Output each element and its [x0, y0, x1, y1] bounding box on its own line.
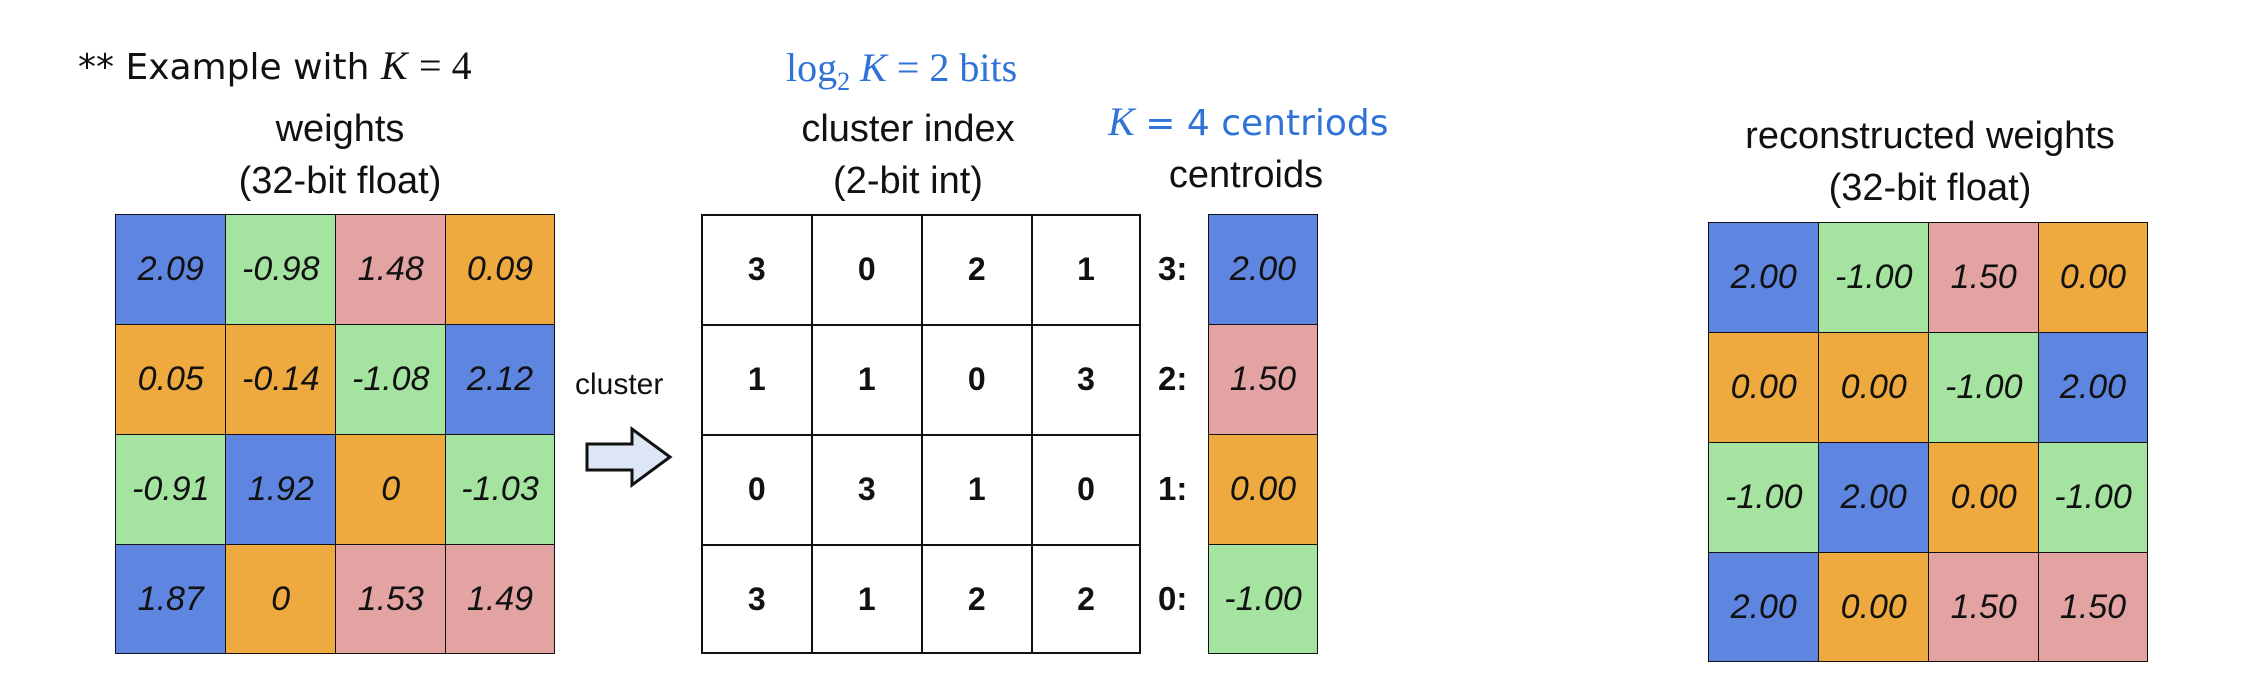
reconstructed-cell: -1.00: [1928, 332, 2040, 444]
weights-cell: 1.92: [225, 434, 337, 546]
cluster-index-cell: 0: [701, 434, 813, 546]
bits-rest: = 2 bits: [896, 45, 1018, 90]
cluster-index-cell: 2: [921, 544, 1033, 654]
centroids-variable: K: [1108, 99, 1135, 144]
reconstructed-cell: 1.50: [1928, 222, 2040, 334]
weights-cell: -0.91: [115, 434, 227, 546]
cluster-index-cell: 0: [811, 214, 923, 326]
bits-annotation: log2 K = 2 bits: [786, 44, 1017, 97]
weights-subtitle: (32-bit float): [238, 160, 442, 202]
bits-log: log: [786, 45, 838, 90]
centroid-row-label: 1:: [1158, 470, 1188, 507]
centroid-value-cell: 0.00: [1208, 434, 1318, 546]
weights-cell: -0.98: [225, 214, 337, 326]
weights-cell: -1.03: [445, 434, 555, 546]
centroid-value-cell: 1.50: [1208, 324, 1318, 436]
reconstructed-cell: 0.00: [1818, 332, 1930, 444]
reconstructed-cell: -1.00: [1818, 222, 1930, 334]
centroids-annotation: K = 4 centriods: [1108, 98, 1389, 145]
weights-cell: 1.53: [335, 544, 447, 654]
reconstructed-cell: 2.00: [1708, 222, 1820, 334]
reconstructed-subtitle: (32-bit float): [1828, 167, 2032, 209]
bits-variable: K: [860, 45, 887, 90]
example-prefix: ** Example with: [78, 47, 370, 88]
example-heading: ** Example with K = 4: [78, 42, 472, 89]
weights-cell: 1.87: [115, 544, 227, 654]
cluster-index-cell: 1: [811, 324, 923, 436]
reconstructed-cell: 0.00: [1818, 552, 1930, 662]
cluster-index-cell: 3: [811, 434, 923, 546]
example-variable: K: [380, 43, 408, 88]
centroid-row-label: 0:: [1158, 580, 1188, 617]
cluster-arrow-label: cluster: [575, 368, 664, 401]
example-equation: = 4: [419, 43, 472, 88]
reconstructed-cell: 0.00: [1708, 332, 1820, 444]
weights-cell: -0.14: [225, 324, 337, 436]
bits-log-base: 2: [837, 67, 851, 96]
weights-cell: 2.12: [445, 324, 555, 436]
cluster-index-cell: 3: [1031, 324, 1141, 436]
weights-cell: 1.48: [335, 214, 447, 326]
weights-cell: 0: [225, 544, 337, 654]
cluster-index-cell: 1: [921, 434, 1033, 546]
centroid-value-cell: 2.00: [1208, 214, 1318, 326]
weights-cell: -1.08: [335, 324, 447, 436]
weights-cell: 0.09: [445, 214, 555, 326]
reconstructed-cell: 2.00: [2038, 332, 2148, 444]
reconstructed-title: reconstructed weights: [1745, 115, 2115, 157]
cluster-index-cell: 2: [1031, 544, 1141, 654]
cluster-index-cell: 1: [1031, 214, 1141, 326]
reconstructed-cell: -1.00: [1708, 442, 1820, 554]
cluster-index-subtitle: (2-bit int): [833, 160, 983, 202]
weights-cell: 0: [335, 434, 447, 546]
reconstructed-cell: 0.00: [1928, 442, 2040, 554]
cluster-index-cell: 0: [1031, 434, 1141, 546]
cluster-index-cell: 1: [811, 544, 923, 654]
centroids-title: centroids: [1168, 154, 1324, 196]
cluster-index-cell: 2: [921, 214, 1033, 326]
reconstructed-cell: 2.00: [1818, 442, 1930, 554]
cluster-index-cell: 0: [921, 324, 1033, 436]
centroid-row-label: 2:: [1158, 360, 1188, 397]
cluster-index-cell: 3: [701, 214, 813, 326]
reconstructed-cell: 2.00: [1708, 552, 1820, 662]
reconstructed-cell: -1.00: [2038, 442, 2148, 554]
cluster-index-cell: 3: [701, 544, 813, 654]
centroids-rest: = 4 centriods: [1145, 103, 1389, 144]
right-arrow-icon: [585, 426, 673, 488]
weights-title: weights: [275, 108, 405, 150]
reconstructed-cell: 1.50: [2038, 552, 2148, 662]
weights-cell: 0.05: [115, 324, 227, 436]
centroid-value-cell: -1.00: [1208, 544, 1318, 654]
cluster-index-title: cluster index: [801, 108, 1015, 150]
reconstructed-cell: 1.50: [1928, 552, 2040, 662]
centroid-labels: 3: 2: 1: 0:: [1158, 214, 1208, 654]
weights-cell: 2.09: [115, 214, 227, 326]
centroid-row-label: 3:: [1158, 250, 1188, 287]
cluster-index-cell: 1: [701, 324, 813, 436]
weights-cell: 1.49: [445, 544, 555, 654]
reconstructed-cell: 0.00: [2038, 222, 2148, 334]
